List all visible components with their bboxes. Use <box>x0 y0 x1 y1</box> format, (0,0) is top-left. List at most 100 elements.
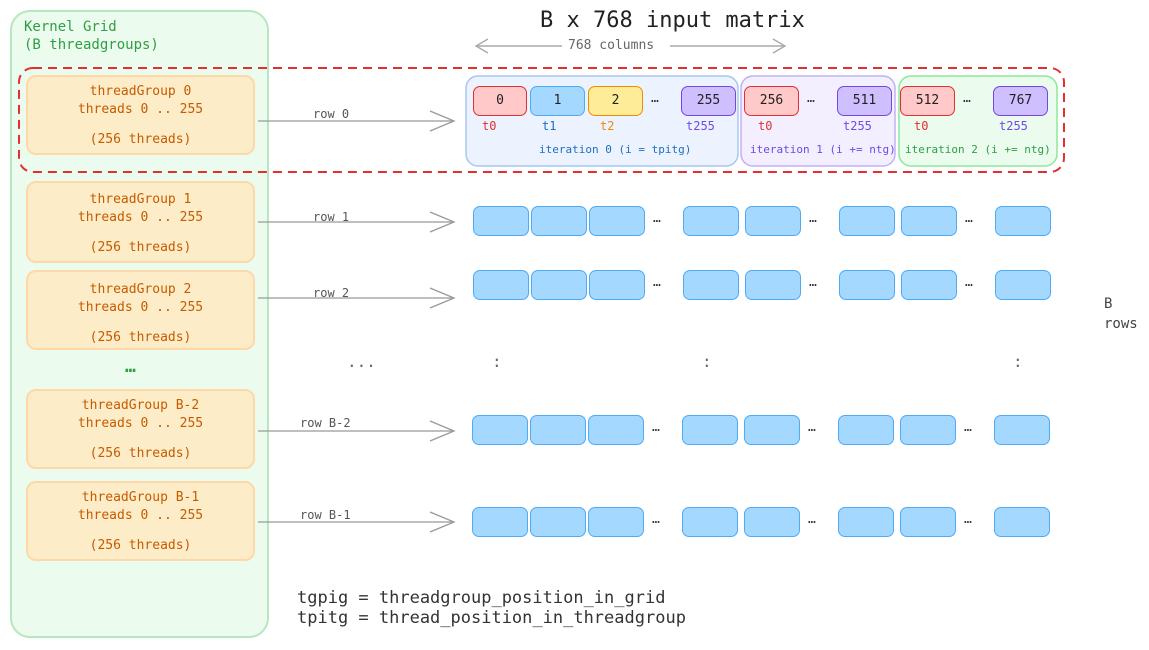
threadgroup-b-2-box: threadGroup B-2 threads 0 .. 255 (256 th… <box>26 389 255 469</box>
thread-label-t0-c: t0 <box>914 119 929 133</box>
row-ellipsis: ... <box>347 352 376 371</box>
thread-label-t255-b: t255 <box>843 119 872 133</box>
threadgroup-b-1-box: threadGroup B-1 threads 0 .. 255 (256 th… <box>26 481 255 561</box>
row-ellipsis-dots: … <box>653 275 661 290</box>
matrix-cell <box>838 507 894 537</box>
thread-label-t0-a: t0 <box>482 119 497 133</box>
row-0-label: row 0 <box>313 107 350 121</box>
matrix-cell <box>901 270 957 300</box>
thread-label-t255-a: t255 <box>686 119 715 133</box>
threadgroup-0-box: threadGroup 0 threads 0 .. 255 (256 thre… <box>26 75 255 155</box>
matrix-cell <box>682 415 738 445</box>
row-ellipsis-dots: … <box>652 512 660 527</box>
row-ellipsis-dots: … <box>808 512 816 527</box>
matrix-cell <box>745 270 801 300</box>
kernel-grid-title: Kernel Grid (B threadgroups) <box>24 19 159 53</box>
cell-512: 512 <box>900 86 955 116</box>
threadgroup-2-box: threadGroup 2 threads 0 .. 255 (256 thre… <box>26 270 255 350</box>
matrix-cell <box>588 507 644 537</box>
threadgroup-2-threads: threads 0 .. 255 <box>77 300 204 315</box>
threadgroup-0-count: (256 threads) <box>89 132 192 147</box>
threadgroup-1-count: (256 threads) <box>89 240 192 255</box>
matrix-cell <box>900 507 956 537</box>
matrix-cell <box>473 270 529 300</box>
cell-2: 2 <box>588 86 643 116</box>
matrix-cell <box>588 415 644 445</box>
threadgroup-2-name: threadGroup 2 <box>89 282 192 297</box>
row-0-highlight <box>18 67 1065 173</box>
matrix-title: B x 768 input matrix <box>540 8 805 33</box>
matrix-cell <box>838 415 894 445</box>
matrix-cell <box>683 270 739 300</box>
matrix-cell <box>994 507 1050 537</box>
row-ellipsis-dots: … <box>652 420 660 435</box>
column-colon-2: : <box>702 352 712 371</box>
cell-767: 767 <box>993 86 1048 116</box>
matrix-cell <box>901 206 957 236</box>
iteration-0-label: iteration 0 (i = tpitg) <box>539 143 692 156</box>
row-2-label: row 2 <box>313 286 350 300</box>
matrix-cell <box>682 507 738 537</box>
cell-511: 511 <box>837 86 892 116</box>
row-ellipsis-dots: … <box>965 211 973 226</box>
row0-ellipsis-3: … <box>963 91 971 106</box>
matrix-cell <box>745 206 801 236</box>
row-ellipsis-dots: … <box>965 275 973 290</box>
cell-1: 1 <box>530 86 585 116</box>
thread-label-t0-b: t0 <box>758 119 773 133</box>
row-ellipsis-dots: … <box>964 420 972 435</box>
matrix-cell <box>683 206 739 236</box>
matrix-cell <box>839 206 895 236</box>
threadgroup-2-count: (256 threads) <box>89 330 192 345</box>
iteration-2-label: iteration 2 (i += ntg) <box>905 143 1051 156</box>
cell-255: 255 <box>681 86 736 116</box>
matrix-cell <box>744 415 800 445</box>
row-ellipsis-dots: … <box>808 420 816 435</box>
row-ellipsis-dots: … <box>964 512 972 527</box>
matrix-cell <box>530 507 586 537</box>
matrix-cell <box>994 415 1050 445</box>
matrix-cell <box>472 415 528 445</box>
matrix-cell <box>531 270 587 300</box>
threadgroup-b-1-threads: threads 0 .. 255 <box>77 508 204 523</box>
threadgroup-b-2-threads: threads 0 .. 255 <box>77 416 204 431</box>
b-rows-label: B rows <box>1104 296 1138 332</box>
iteration-1-label: iteration 1 (i += ntg) <box>750 143 896 156</box>
threadgroup-b-2-count: (256 threads) <box>89 446 192 461</box>
matrix-cell <box>531 206 587 236</box>
row-b-1-label: row B-1 <box>300 508 351 522</box>
threadgroup-b-2-name: threadGroup B-2 <box>81 398 200 413</box>
thread-label-t255-c: t255 <box>999 119 1028 133</box>
matrix-cell <box>900 415 956 445</box>
columns-arrow <box>474 38 787 54</box>
row0-ellipsis-2: … <box>807 91 815 106</box>
matrix-cell <box>744 507 800 537</box>
row-1-label: row 1 <box>313 210 350 224</box>
legend-tgpig: tgpig = threadgroup_position_in_grid <box>297 588 666 608</box>
row-ellipsis-dots: … <box>809 211 817 226</box>
row-ellipsis-dots: … <box>653 211 661 226</box>
cell-0: 0 <box>473 86 527 116</box>
threadgroup-0-name: threadGroup 0 <box>89 84 192 99</box>
matrix-cell <box>472 507 528 537</box>
thread-label-t1: t1 <box>542 119 557 133</box>
row0-ellipsis-1: … <box>651 91 659 106</box>
matrix-cell <box>589 206 645 236</box>
column-colon-1: : <box>492 352 502 371</box>
threadgroup-1-box: threadGroup 1 threads 0 .. 255 (256 thre… <box>26 181 255 263</box>
threadgroup-b-1-count: (256 threads) <box>89 538 192 553</box>
thread-label-t2: t2 <box>600 119 615 133</box>
matrix-cell <box>995 206 1051 236</box>
threadgroup-0-threads: threads 0 .. 255 <box>77 102 204 117</box>
matrix-cell <box>839 270 895 300</box>
cell-256: 256 <box>744 86 799 116</box>
matrix-cell <box>473 206 529 236</box>
threadgroup-1-threads: threads 0 .. 255 <box>77 210 204 225</box>
threadgroup-1-name: threadGroup 1 <box>89 192 192 207</box>
matrix-cell <box>530 415 586 445</box>
row-ellipsis-dots: … <box>809 275 817 290</box>
column-colon-3: : <box>1013 352 1023 371</box>
matrix-cell <box>589 270 645 300</box>
threadgroup-b-1-name: threadGroup B-1 <box>81 490 200 505</box>
matrix-cell <box>995 270 1051 300</box>
